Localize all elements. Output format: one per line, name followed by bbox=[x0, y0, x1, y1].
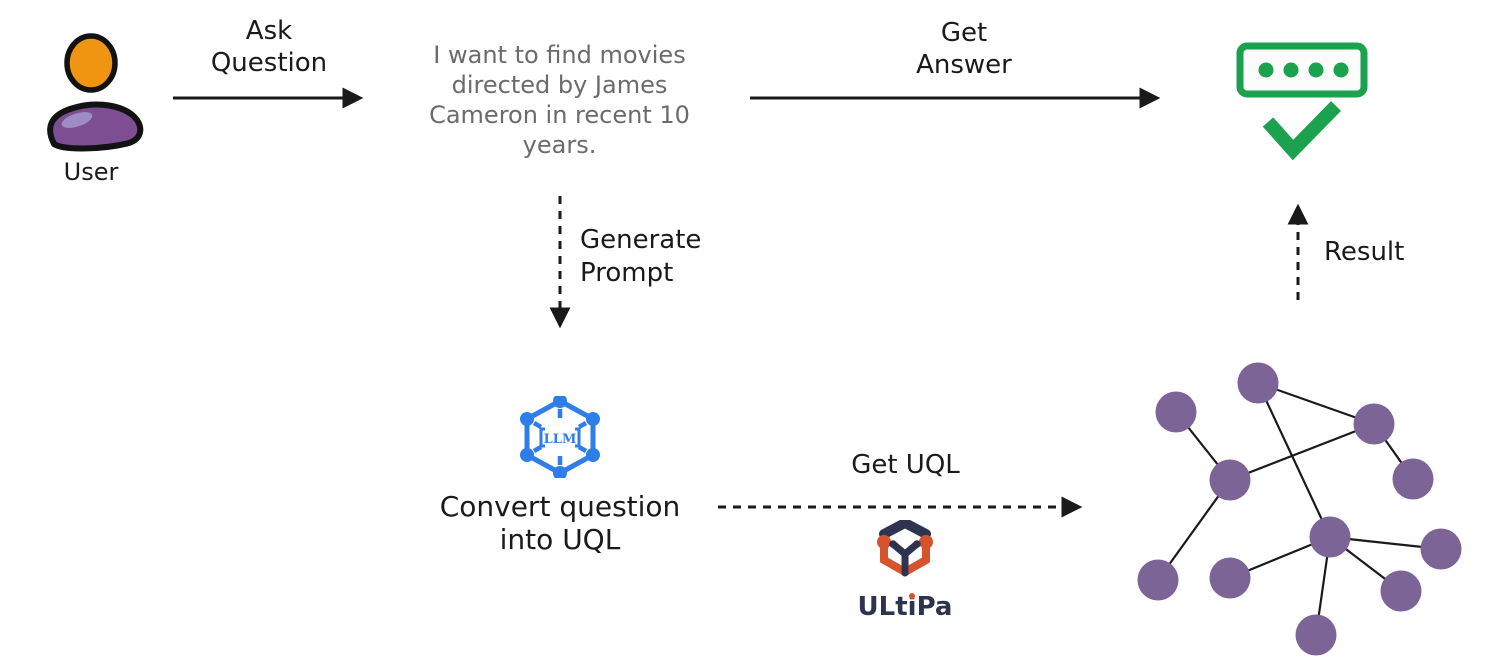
user-label: User bbox=[63, 158, 119, 186]
ultipa-word-pre: ULt bbox=[857, 592, 908, 622]
user-body-highlight bbox=[61, 112, 93, 128]
graph-node bbox=[1155, 391, 1197, 433]
graph-edge bbox=[1229, 422, 1375, 482]
ultipa-y-knob-right bbox=[913, 540, 921, 548]
ask-question-label: Ask Question bbox=[210, 16, 328, 78]
ultipa-node-right bbox=[919, 535, 933, 549]
flow-arrows bbox=[173, 87, 1309, 518]
llm-hexagon-network-icon: LLM bbox=[520, 396, 600, 478]
user-icon bbox=[47, 33, 144, 152]
ultipa-word-post: Pa bbox=[916, 592, 953, 622]
ultipa-logo: ULtiPa bbox=[840, 518, 970, 622]
graph-node bbox=[1380, 570, 1422, 612]
check-icon bbox=[1262, 101, 1342, 161]
graph-edge bbox=[1157, 479, 1231, 581]
graph-edge bbox=[1257, 382, 1331, 538]
graph-node bbox=[1295, 614, 1337, 656]
ultipa-chevron-notch bbox=[895, 529, 915, 537]
llm-brackets bbox=[539, 427, 581, 448]
convert-question-label: Convert question into UQL bbox=[439, 490, 681, 556]
ultipa-node-left bbox=[877, 535, 891, 549]
get-uql-label: Get UQL bbox=[851, 450, 960, 480]
llm-badge-text: LLM bbox=[544, 432, 577, 447]
graph-node bbox=[1392, 458, 1434, 500]
ultipa-y-knob-left bbox=[889, 540, 897, 548]
ultipa-wordmark: ULtiPa bbox=[840, 592, 970, 622]
ultipa-word-i: i bbox=[907, 592, 917, 622]
graph-node bbox=[1237, 362, 1279, 404]
llm-node-stubs bbox=[532, 409, 588, 465]
graph-edge bbox=[1257, 381, 1375, 426]
password-box bbox=[1236, 42, 1368, 98]
user-head bbox=[64, 33, 118, 93]
graph-node bbox=[1309, 516, 1351, 558]
graph-node bbox=[1420, 528, 1462, 570]
get-answer-label: Get Answer bbox=[916, 18, 1012, 80]
password-dots bbox=[1258, 62, 1349, 78]
llm-nodes bbox=[520, 396, 600, 478]
graph-network bbox=[1137, 362, 1462, 656]
generate-prompt-label: Generate Prompt bbox=[580, 225, 702, 288]
graph-node bbox=[1137, 559, 1179, 601]
ultipa-mark bbox=[877, 518, 933, 577]
ultipa-chevron bbox=[879, 518, 931, 539]
password-check-icon bbox=[1236, 42, 1368, 161]
graph-node bbox=[1209, 459, 1251, 501]
graph-node bbox=[1353, 403, 1395, 445]
result-label: Result bbox=[1324, 237, 1405, 267]
graph-node bbox=[1209, 557, 1251, 599]
question-text: I want to find movies directed by James … bbox=[429, 41, 690, 159]
